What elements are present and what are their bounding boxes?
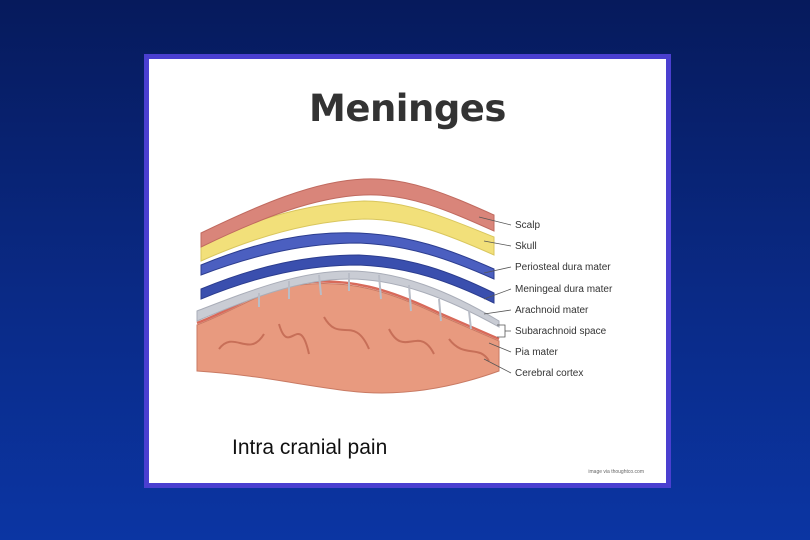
label-pia-mater: Pia mater xyxy=(515,347,558,358)
label-scalp: Scalp xyxy=(515,220,540,231)
skull-layer xyxy=(200,200,495,262)
label-skull: Skull xyxy=(515,241,537,252)
periosteal-dura-layer xyxy=(200,232,495,280)
image-credit: image via thoughtco.com xyxy=(588,469,644,475)
label-periosteal-dura-mater: Periosteal dura mater xyxy=(515,262,611,273)
label-cerebral-cortex: Cerebral cortex xyxy=(515,368,583,379)
slide-caption: Intra cranial pain xyxy=(232,436,388,459)
meninges-diagram: Scalp Skull Periosteal dura mater Mening… xyxy=(196,178,613,394)
leader-lines xyxy=(478,216,512,374)
label-arachnoid-mater: Arachnoid mater xyxy=(515,305,589,316)
slide-frame: Meninges Scalp Skull Perio xyxy=(144,54,671,488)
slide-title: Meninges xyxy=(309,87,506,130)
arachnoid-layer xyxy=(196,270,500,328)
label-meningeal-dura-mater: Meningeal dura mater xyxy=(515,284,613,295)
arachnoid-trabeculae xyxy=(258,273,472,330)
label-subarachnoid-space: Subarachnoid space xyxy=(515,326,607,337)
cortex-folds xyxy=(218,316,490,362)
scalp-layer xyxy=(200,178,495,248)
meningeal-dura-layer xyxy=(200,254,495,304)
